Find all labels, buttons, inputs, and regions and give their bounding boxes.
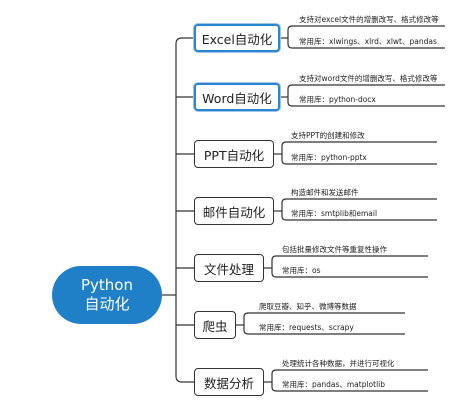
branch-libs-files: 常用库：os xyxy=(282,266,321,275)
branch-desc-word: 支持对word文件的增删改写、格式修改等 xyxy=(299,74,438,83)
branch-label: 数据分析 xyxy=(203,375,254,391)
branch-desc-data-analysis: 处理统计各种数据，并进行可视化 xyxy=(282,359,395,368)
branch-desc-ppt: 支持PPT的创建和修改 xyxy=(291,131,365,140)
root-label-line2: 自动化 xyxy=(84,295,130,313)
branch-node-data-analysis[interactable]: 数据分析 xyxy=(194,368,264,396)
branch-node-email[interactable]: 邮件自动化 xyxy=(194,197,274,225)
detail-bracket xyxy=(243,312,249,335)
branch-node-crawler[interactable]: 爬虫 xyxy=(194,311,236,339)
branch-desc-crawler: 爬取豆瓣、知乎、微博等数据 xyxy=(259,302,357,311)
branch-label: 邮件自动化 xyxy=(202,204,266,220)
branch-label: Word自动化 xyxy=(202,90,272,106)
branch-libs-email: 常用库：smtplib和email xyxy=(291,209,378,218)
branch-node-files[interactable]: 文件处理 xyxy=(194,254,264,282)
branch-desc-files: 包括批量修改文件等重复性操作 xyxy=(282,245,387,254)
branch-label: 爬虫 xyxy=(202,318,228,334)
branch-connector xyxy=(175,375,194,383)
detail-bracket xyxy=(287,84,293,107)
root-node[interactable]: Python 自动化 xyxy=(52,266,162,324)
branch-label: 文件处理 xyxy=(203,261,254,277)
detail-bracket xyxy=(281,198,287,221)
branch-libs-excel: 常用库：xlwings、xlrd、xlwt、pandas xyxy=(299,37,437,46)
branch-libs-ppt: 常用库：python-pptx xyxy=(291,153,367,162)
branch-libs-word: 常用库：python-docx xyxy=(299,95,376,104)
branch-label: PPT自动化 xyxy=(203,147,265,163)
detail-bracket xyxy=(271,255,277,278)
branch-label: Excel自动化 xyxy=(201,31,273,47)
detail-bracket xyxy=(287,25,293,49)
branch-node-ppt[interactable]: PPT自动化 xyxy=(194,140,274,168)
detail-bracket xyxy=(281,141,287,165)
branch-desc-email: 构造邮件和发送邮件 xyxy=(291,188,359,197)
branch-libs-crawler: 常用库：requests、scrapy xyxy=(259,323,354,332)
branch-node-excel[interactable]: Excel自动化 xyxy=(194,24,280,52)
detail-bracket xyxy=(271,369,277,392)
root-label-line1: Python xyxy=(81,276,133,294)
branch-desc-excel: 支持对excel文件的增删改写、格式修改等 xyxy=(299,15,439,24)
branch-node-word[interactable]: Word自动化 xyxy=(194,83,280,111)
branch-libs-data-analysis: 常用库：pandas、matplotlib xyxy=(282,380,386,389)
branch-connector xyxy=(175,37,194,45)
